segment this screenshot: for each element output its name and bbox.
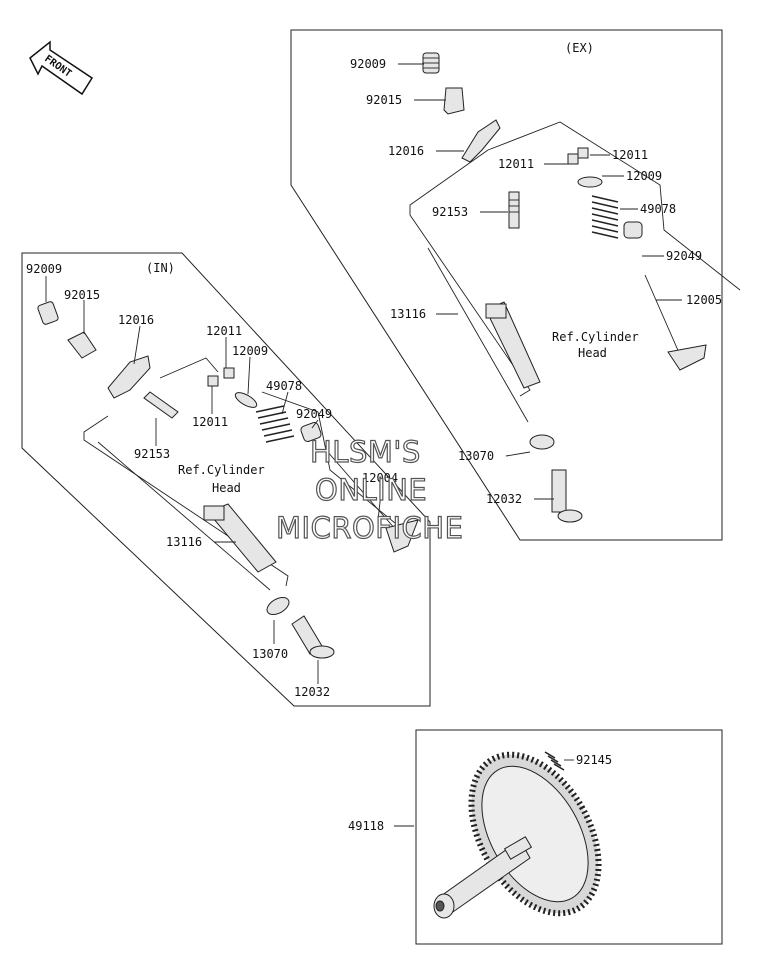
in-callout-12004: 12004 bbox=[362, 471, 398, 485]
in-callout-12011-top: 12011 bbox=[206, 324, 242, 338]
in-rocker-arm-icon bbox=[107, 355, 151, 399]
ex-valve-spring-icon bbox=[591, 195, 619, 239]
ex-callouts: 92009 92015 12016 12011 12011 12009 4907… bbox=[350, 57, 722, 506]
ex-tappet-icon bbox=[529, 434, 555, 450]
in-callout-13116: 13116 bbox=[166, 535, 202, 549]
ex-callout-92049: 92049 bbox=[666, 249, 702, 263]
ex-callout-12011-right: 12011 bbox=[612, 148, 648, 162]
in-collet-icon bbox=[207, 367, 235, 387]
watermark-line2: ONLINE bbox=[315, 473, 427, 507]
ex-callout-13116: 13116 bbox=[390, 307, 426, 321]
cam-callout-49118: 49118 bbox=[348, 819, 384, 833]
ex-nut-icon bbox=[443, 87, 465, 115]
in-retainer-icon bbox=[234, 392, 258, 408]
in-group: (IN) bbox=[21, 252, 431, 707]
ex-stud-icon bbox=[508, 191, 520, 229]
ex-frame bbox=[290, 29, 723, 541]
in-callout-12011-bottom: 12011 bbox=[192, 415, 228, 429]
cam-callouts: 92145 49118 bbox=[348, 753, 612, 833]
ex-ref-head-bolt-icon bbox=[485, 301, 541, 389]
in-frame bbox=[21, 252, 431, 707]
in-push-rod-icon bbox=[97, 441, 271, 591]
ex-push-rod-icon bbox=[427, 247, 529, 423]
in-section-label: (IN) bbox=[146, 261, 175, 275]
ex-adjust-screw-icon bbox=[422, 52, 440, 74]
ex-collet-icon bbox=[567, 147, 589, 165]
ex-valve-seal-icon bbox=[623, 221, 643, 239]
in-tappet-body-icon bbox=[291, 615, 335, 659]
cam-shaft-icon bbox=[433, 836, 533, 919]
ex-section-label: (EX) bbox=[565, 41, 594, 55]
in-valve-spring-icon bbox=[255, 405, 295, 443]
in-stud-icon bbox=[143, 391, 179, 419]
in-callout-49078: 49078 bbox=[266, 379, 302, 393]
ex-callout-12016: 12016 bbox=[388, 144, 424, 158]
ex-tappet-body-icon bbox=[551, 469, 583, 523]
in-callout-92015: 92015 bbox=[64, 288, 100, 302]
watermark-line3: MICROFICHE bbox=[276, 511, 463, 545]
in-callouts: 92009 92015 12016 12011 12009 49078 9204… bbox=[26, 262, 398, 699]
in-callout-92153: 92153 bbox=[134, 447, 170, 461]
in-ref-line2: Head bbox=[212, 481, 241, 495]
ex-callout-12009: 12009 bbox=[626, 169, 662, 183]
in-tappet-icon bbox=[266, 596, 290, 616]
cam-group: 92145 49118 bbox=[348, 729, 723, 945]
in-nut-icon bbox=[67, 331, 97, 359]
ex-callout-49078: 49078 bbox=[640, 202, 676, 216]
ex-callout-92009: 92009 bbox=[350, 57, 386, 71]
in-callout-12016: 12016 bbox=[118, 313, 154, 327]
watermark-line1: HLSM'S bbox=[310, 435, 421, 469]
ex-callout-92153: 92153 bbox=[432, 205, 468, 219]
ex-callout-12032: 12032 bbox=[486, 492, 522, 506]
ex-callout-13070: 13070 bbox=[458, 449, 494, 463]
in-ref-line1: Ref.Cylinder bbox=[178, 463, 265, 477]
front-arrow-icon: FRONT bbox=[29, 40, 94, 96]
cam-callout-92145: 92145 bbox=[576, 753, 612, 767]
ex-callout-92015: 92015 bbox=[366, 93, 402, 107]
ex-callout-12005: 12005 bbox=[686, 293, 722, 307]
ex-group: (EX) bbox=[290, 29, 741, 541]
ex-retainer-icon bbox=[577, 176, 603, 188]
ex-valve-icon bbox=[644, 274, 707, 371]
cam-spring-icon bbox=[544, 751, 565, 771]
watermark: HLSM'S ONLINE MICROFICHE bbox=[275, 434, 463, 545]
cam-frame bbox=[415, 729, 723, 945]
in-callout-92049: 92049 bbox=[296, 407, 332, 421]
in-adjust-screw-icon bbox=[37, 301, 59, 325]
in-callout-13070: 13070 bbox=[252, 647, 288, 661]
in-callout-12032: 12032 bbox=[294, 685, 330, 699]
in-ref-head-bolt-icon bbox=[203, 503, 277, 573]
in-valve-seal-icon bbox=[300, 422, 322, 442]
ex-ref-line1: Ref.Cylinder bbox=[552, 330, 639, 344]
ex-rocker-arm-icon bbox=[461, 119, 501, 163]
ex-callout-12011-left: 12011 bbox=[498, 157, 534, 171]
ex-ref-line2: Head bbox=[578, 346, 607, 360]
in-callout-12009: 12009 bbox=[232, 344, 268, 358]
in-valve-icon bbox=[325, 449, 419, 553]
in-callout-92009: 92009 bbox=[26, 262, 62, 276]
